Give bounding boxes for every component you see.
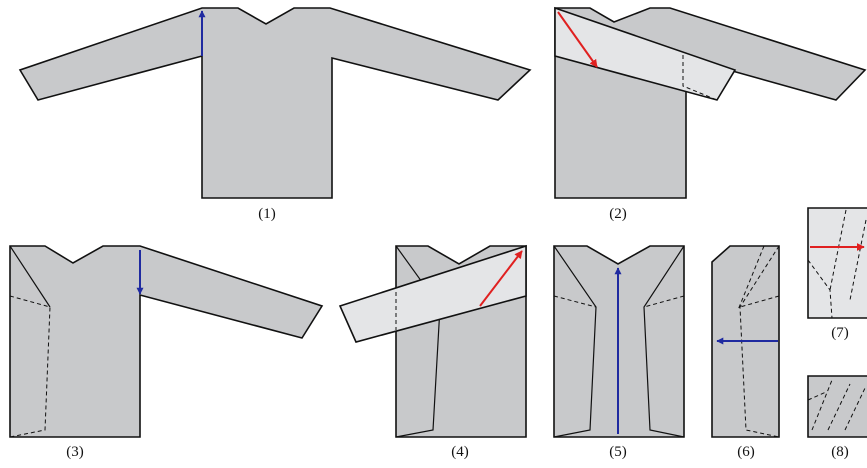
step-8-panel: (8) xyxy=(807,375,867,460)
step-4-fold-arrow xyxy=(479,250,523,307)
step-2-fold-line xyxy=(682,55,718,101)
step-5-panel: (5) xyxy=(553,245,685,460)
step-6-label: (6) xyxy=(737,444,755,460)
step-1-panel: (1) xyxy=(18,7,532,222)
step-7-shirt xyxy=(807,207,867,319)
step-6-panel: (6) xyxy=(711,245,780,460)
step-1-label: (1) xyxy=(258,206,276,222)
step-2-panel: (2) xyxy=(554,6,867,222)
step-8-label: (8) xyxy=(831,444,849,460)
step-5-label: (5) xyxy=(609,444,627,460)
step-3-label: (3) xyxy=(66,444,84,460)
step-3-panel: (3) xyxy=(9,245,324,460)
step-3-shirt xyxy=(9,245,324,438)
step-7-label: (7) xyxy=(831,325,849,341)
step-8-shirt xyxy=(807,375,867,438)
step-1-shirt xyxy=(18,7,532,199)
step-4-folded-sleeve xyxy=(338,244,527,343)
step-4-panel: (4) xyxy=(338,244,527,460)
step-7-panel: (7) xyxy=(807,207,867,341)
step-2-folded-sleeve xyxy=(554,6,737,101)
step-4-label: (4) xyxy=(451,444,469,460)
step-2-label: (2) xyxy=(609,206,627,222)
step-3-fold-line xyxy=(9,295,51,438)
step-2-fold-arrow xyxy=(557,11,598,68)
